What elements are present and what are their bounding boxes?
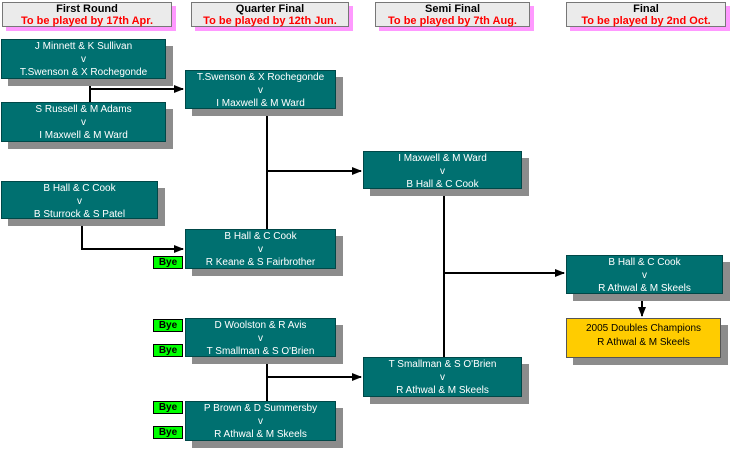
team1: T Smallman & S O'Brien bbox=[388, 359, 497, 370]
header-first-round: First Round To be played by 17th Apr. bbox=[2, 2, 172, 27]
champion-title: 2005 Doubles Champions bbox=[585, 323, 702, 334]
bye-badge: Bye bbox=[153, 319, 183, 332]
match-r1-m3: B Hall & C Cook v B Sturrock & S Patel bbox=[1, 181, 158, 220]
bye-badge: Bye bbox=[153, 344, 183, 357]
team1: S Russell & M Adams bbox=[35, 104, 132, 115]
team2: I Maxwell & M Ward bbox=[216, 98, 305, 109]
versus: v bbox=[81, 54, 86, 65]
match-qf-m3: D Woolston & R Avis v T Smallman & S O'B… bbox=[185, 318, 336, 357]
header-quarter-final: Quarter Final To be played by 12th Jun. bbox=[191, 2, 349, 27]
team1: T.Swenson & X Rochegonde bbox=[196, 72, 325, 83]
team2: R Keane & S Fairbrother bbox=[205, 257, 316, 268]
versus: v bbox=[77, 196, 82, 207]
bye-badge: Bye bbox=[153, 401, 183, 414]
team1: B Hall & C Cook bbox=[224, 231, 297, 242]
versus: v bbox=[440, 166, 445, 177]
team2: R Athwal & M Skeels bbox=[396, 385, 489, 396]
header-title: Semi Final bbox=[424, 3, 481, 15]
versus: v bbox=[258, 85, 263, 96]
versus: v bbox=[258, 333, 263, 344]
champion-box: 2005 Doubles Champions R Athwal & M Skee… bbox=[566, 318, 721, 358]
team2: I Maxwell & M Ward bbox=[39, 130, 128, 141]
header-final: Final To be played by 2nd Oct. bbox=[566, 2, 726, 27]
team2: R Athwal & M Skeels bbox=[214, 429, 307, 440]
header-title: Quarter Final bbox=[235, 3, 305, 15]
team2: R Athwal & M Skeels bbox=[598, 283, 691, 294]
team2: B Sturrock & S Patel bbox=[33, 209, 126, 220]
header-date: To be played by 2nd Oct. bbox=[581, 15, 711, 27]
team1: D Woolston & R Avis bbox=[214, 320, 307, 331]
team1: P Brown & D Summersby bbox=[203, 403, 318, 414]
bye-badge: Bye bbox=[153, 426, 183, 439]
match-sf-m2: T Smallman & S O'Brien v R Athwal & M Sk… bbox=[363, 357, 522, 397]
versus: v bbox=[81, 117, 86, 128]
header-date: To be played by 17th Apr. bbox=[20, 15, 154, 27]
team2: T.Swenson & X Rochegonde bbox=[19, 67, 148, 78]
match-r1-m1: J Minnett & K Sullivan v T.Swenson & X R… bbox=[1, 39, 166, 79]
team2: B Hall & C Cook bbox=[406, 179, 479, 190]
match-qf-m1: T.Swenson & X Rochegonde v I Maxwell & M… bbox=[185, 70, 336, 109]
match-final: B Hall & C Cook v R Athwal & M Skeels bbox=[566, 255, 723, 294]
versus: v bbox=[642, 270, 647, 281]
team1: I Maxwell & M Ward bbox=[398, 153, 487, 164]
team1: B Hall & C Cook bbox=[608, 257, 681, 268]
connector-to-qf2 bbox=[81, 219, 184, 253]
match-qf-m2: B Hall & C Cook v R Keane & S Fairbrothe… bbox=[185, 229, 336, 269]
match-sf-m1: I Maxwell & M Ward v B Hall & C Cook bbox=[363, 151, 522, 190]
team2: T Smallman & S O'Brien bbox=[206, 346, 315, 357]
team1: B Hall & C Cook bbox=[43, 183, 116, 194]
match-r1-m2: S Russell & M Adams v I Maxwell & M Ward bbox=[1, 102, 166, 142]
versus: v bbox=[258, 416, 263, 427]
match-qf-m4: P Brown & D Summersby v R Athwal & M Ske… bbox=[185, 401, 336, 441]
header-semi-final: Semi Final To be played by 7th Aug. bbox=[375, 2, 530, 27]
team1: J Minnett & K Sullivan bbox=[34, 41, 133, 52]
header-date: To be played by 7th Aug. bbox=[388, 15, 517, 27]
versus: v bbox=[440, 372, 445, 383]
header-date: To be played by 12th Jun. bbox=[203, 15, 337, 27]
bye-badge: Bye bbox=[153, 256, 183, 269]
header-title: First Round bbox=[56, 3, 118, 15]
header-title: Final bbox=[633, 3, 659, 15]
versus: v bbox=[258, 244, 263, 255]
champion-team: R Athwal & M Skeels bbox=[597, 337, 690, 348]
